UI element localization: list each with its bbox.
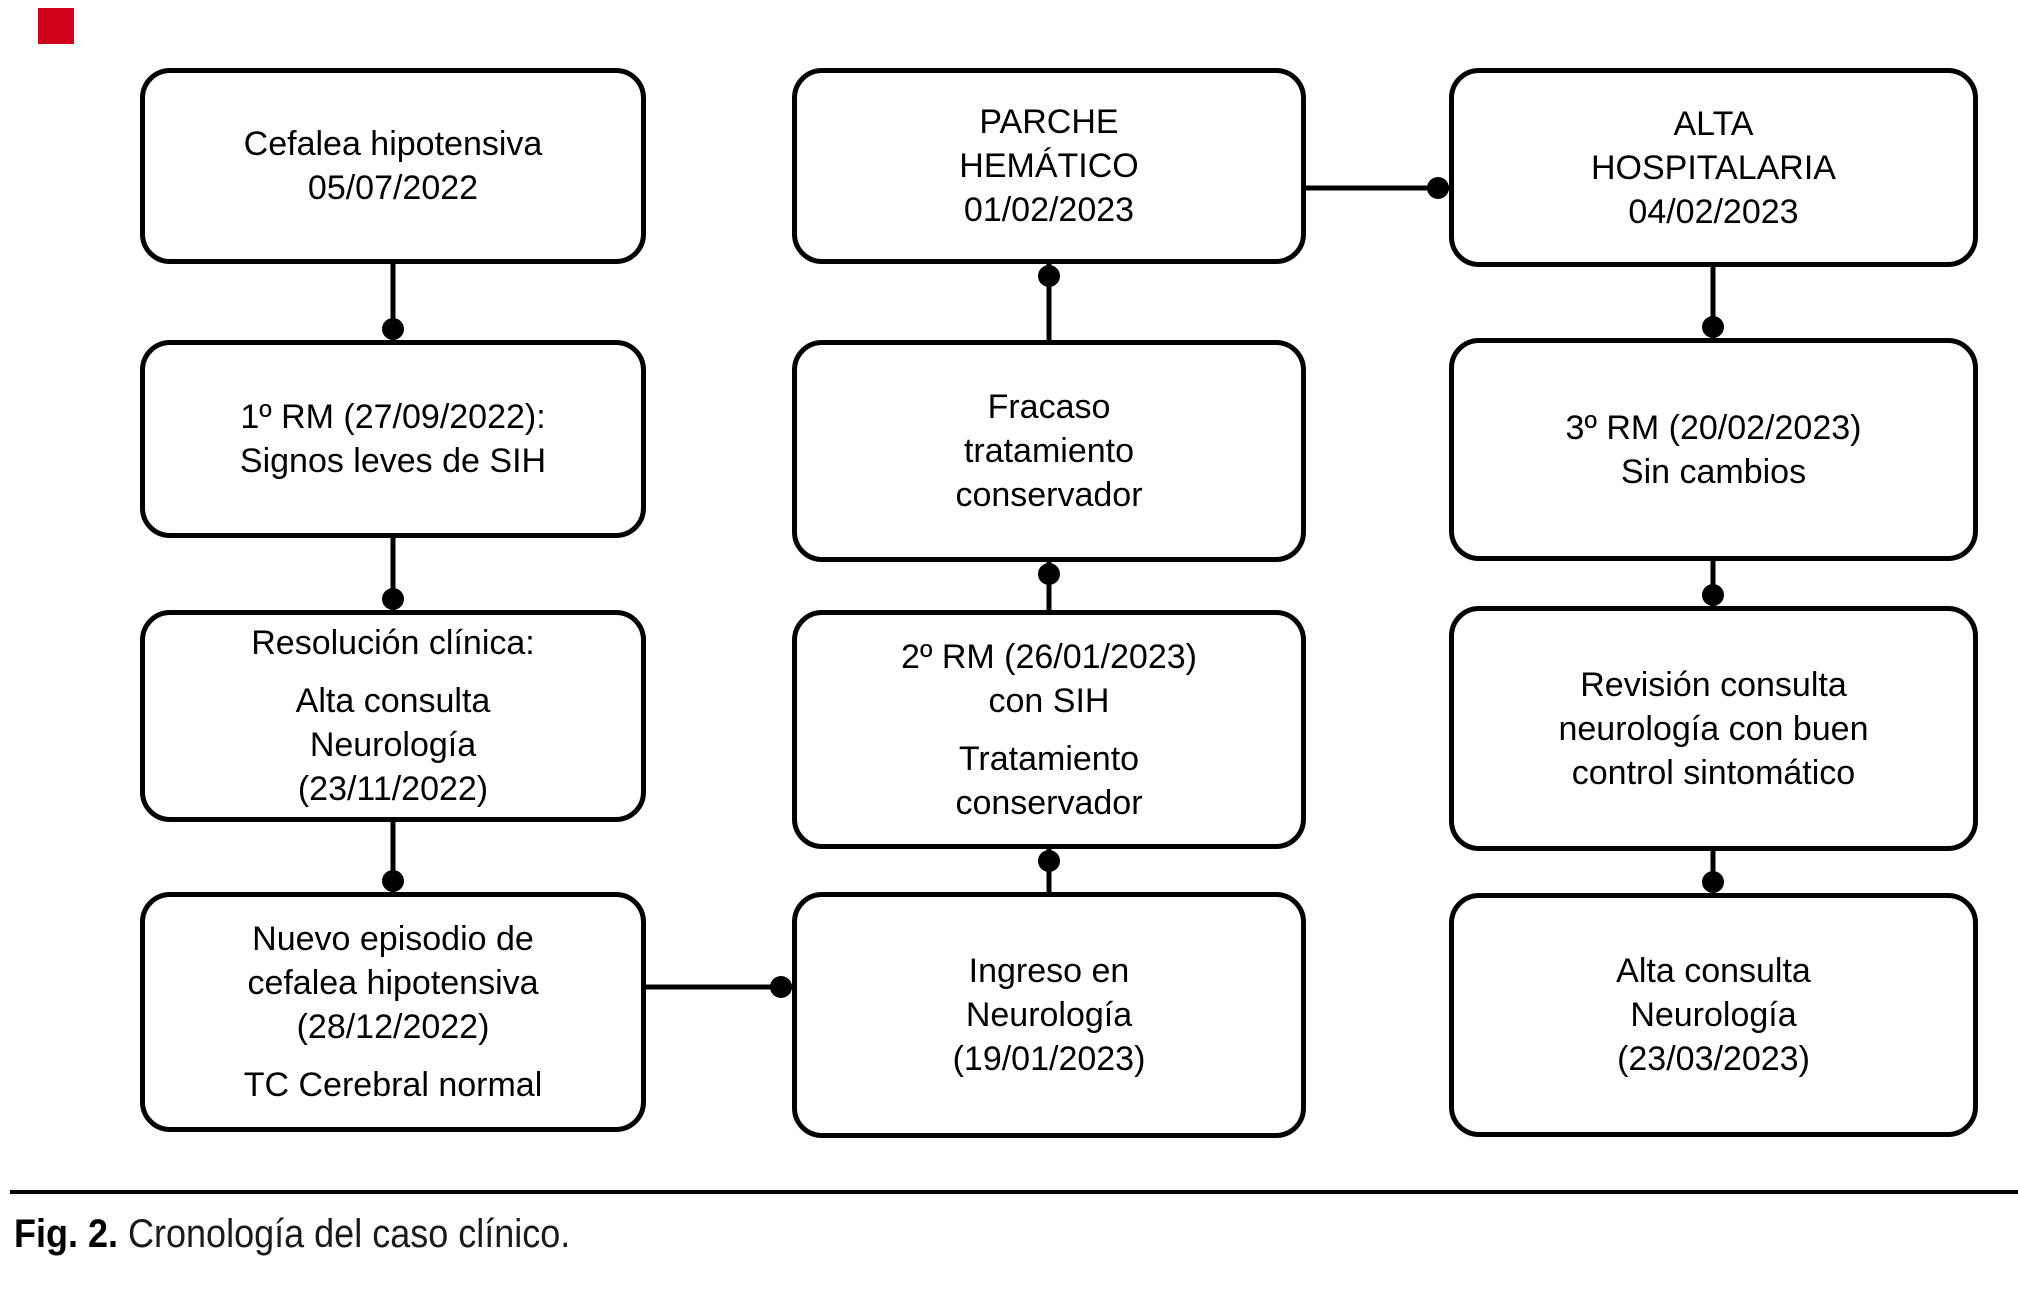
- node-text: Alta consulta Neurología (23/11/2022): [295, 682, 491, 808]
- caption-divider: [10, 1190, 2018, 1194]
- figure-caption-label: Fig. 2.: [14, 1212, 119, 1256]
- node-ingreso-neurologia: Ingreso en Neurología (19/01/2023): [792, 892, 1306, 1138]
- node-text: ALTA HOSPITALARIA 04/02/2023: [1591, 104, 1836, 231]
- red-square-marker: [38, 8, 74, 44]
- node-fracaso-tratamiento: Fracaso tratamiento conservador: [792, 340, 1306, 562]
- node-nuevo-episodio: Nuevo episodio de cefalea hipotensiva (2…: [140, 892, 646, 1132]
- node-text: PARCHE HEMÁTICO 01/02/2023: [959, 103, 1139, 229]
- node-revision-consulta: Revisión consulta neurología con buen co…: [1449, 606, 1978, 851]
- figure-caption-text: Cronología del caso clínico.: [128, 1212, 571, 1256]
- node-primera-rm: 1º RM (27/09/2022): Signos leves de SIH: [140, 340, 646, 538]
- figure-caption: Fig. 2. Cronología del caso clínico.: [14, 1212, 570, 1257]
- node-text: 2º RM (26/01/2023) con SIH: [901, 637, 1197, 720]
- node-text: Ingreso en Neurología (19/01/2023): [952, 952, 1146, 1078]
- node-text: Nuevo episodio de cefalea hipotensiva (2…: [247, 920, 539, 1046]
- node-alta-consulta: Alta consulta Neurología (23/03/2023): [1449, 893, 1978, 1137]
- node-text: TC Cerebral normal: [243, 1066, 543, 1104]
- node-segunda-rm: 2º RM (26/01/2023) con SIH Tratamiento c…: [792, 610, 1306, 849]
- node-text: 3º RM (20/02/2023) Sin cambios: [1565, 408, 1862, 491]
- node-text: Tratamiento conservador: [955, 739, 1143, 822]
- node-resolucion-clinica: Resolución clínica: Alta consulta Neurol…: [140, 610, 646, 822]
- node-tercera-rm: 3º RM (20/02/2023) Sin cambios: [1449, 338, 1978, 561]
- node-text: Fracaso tratamiento conservador: [955, 388, 1143, 514]
- node-text: Cefalea hipotensiva 05/07/2022: [243, 125, 543, 207]
- node-text: Alta consulta Neurología (23/03/2023): [1616, 952, 1811, 1078]
- node-text: 1º RM (27/09/2022): Signos leves de SIH: [239, 398, 547, 480]
- node-parche-hematico: PARCHE HEMÁTICO 01/02/2023: [792, 68, 1306, 264]
- node-alta-hospitalaria: ALTA HOSPITALARIA 04/02/2023: [1449, 68, 1978, 267]
- node-text: Revisión consulta neurología con buen co…: [1558, 665, 1869, 792]
- node-text: Resolución clínica:: [251, 624, 535, 662]
- node-cefalea-hipotensiva: Cefalea hipotensiva 05/07/2022: [140, 68, 646, 264]
